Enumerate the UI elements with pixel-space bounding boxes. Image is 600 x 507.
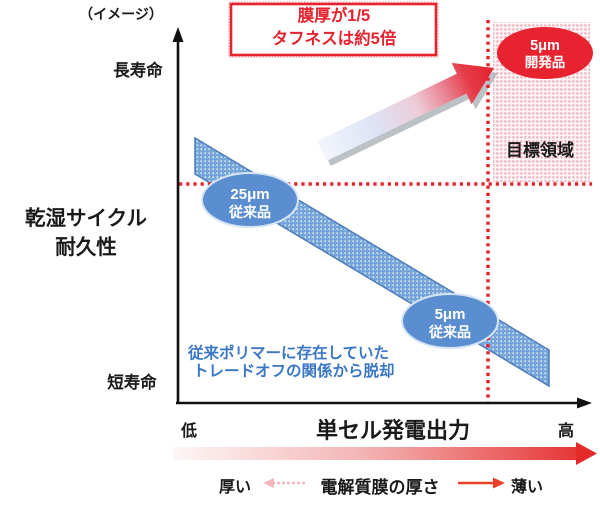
marker-developed-5um-line1: 5μm bbox=[530, 38, 560, 54]
marker-conventional-25um-line1: 25μm bbox=[230, 186, 269, 203]
y-axis-bottom-label: 短寿命 bbox=[107, 372, 157, 392]
x-axis-arrowhead-icon bbox=[577, 397, 592, 409]
marker-conventional-5um bbox=[401, 293, 499, 349]
marker-developed-5um bbox=[497, 27, 593, 79]
y-axis-title-line1: 乾湿サイクル bbox=[25, 206, 147, 230]
thickness-right-label: 薄い bbox=[511, 477, 543, 496]
y-axis-title-line2: 耐久性 bbox=[55, 235, 117, 259]
marker-conventional-5um-line2: 従来品 bbox=[428, 324, 471, 340]
marker-conventional-5um-line1: 5μm bbox=[435, 306, 466, 323]
thickness-left-label: 厚い bbox=[219, 478, 251, 496]
annotation-line2: トレードオフの関係から脱却 bbox=[193, 361, 395, 380]
callout-line1: 膜厚が1/5 bbox=[298, 5, 370, 25]
thin-direction-arrow-icon bbox=[458, 477, 505, 489]
target-region-label: 目標領域 bbox=[506, 140, 574, 160]
thick-direction-arrow-icon bbox=[263, 478, 307, 488]
breakthrough-arrow bbox=[317, 62, 494, 161]
marker-conventional-25um bbox=[201, 172, 299, 228]
thickness-gradient-arrowhead-icon bbox=[576, 442, 597, 465]
x-axis-right-label: 高 bbox=[558, 421, 574, 440]
y-axis-arrowhead-icon bbox=[172, 27, 184, 42]
marker-developed-5um-line2: 開発品 bbox=[525, 54, 566, 70]
annotation-line1: 従来ポリマーに存在していた bbox=[187, 343, 389, 362]
callout-box bbox=[229, 2, 438, 57]
callout-line2: タフネスは約5倍 bbox=[272, 28, 397, 48]
image-note-label: （イメージ） bbox=[79, 6, 163, 22]
thickness-gradient-bar bbox=[173, 447, 576, 460]
marker-conventional-25um-line2: 従来品 bbox=[228, 204, 271, 220]
thickness-scale-title: 電解質膜の厚さ bbox=[321, 477, 440, 497]
x-axis-left-label: 低 bbox=[180, 421, 197, 440]
y-axis-top-label: 長寿命 bbox=[113, 60, 163, 80]
x-axis-title: 単セル発電出力 bbox=[316, 418, 470, 443]
